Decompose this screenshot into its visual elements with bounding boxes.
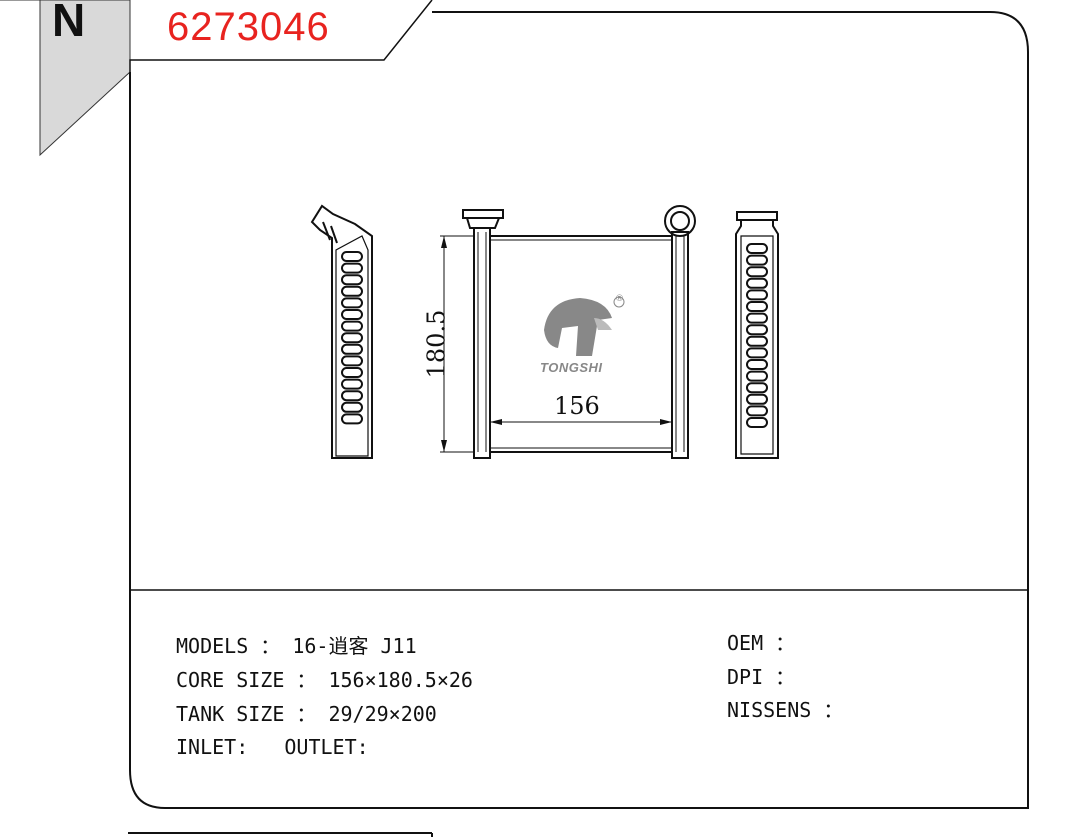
tube-slot [746, 393, 768, 405]
registered-mark: ® [615, 294, 624, 304]
corner-banner [0, 0, 131, 157]
tube-slot [341, 378, 363, 390]
core-size-value: 156×180.5×26 [328, 668, 473, 692]
models-row: MODELS ： 16-逍客 J11 [176, 633, 417, 659]
corner-letter: N [52, 0, 86, 46]
right-side-view [735, 211, 779, 459]
tube-slot [341, 309, 363, 320]
inlet-outlet-row: INLET: OUTLET: [176, 734, 369, 760]
width-dimension-label: 156 [554, 392, 600, 420]
oem-label: OEM ： [727, 631, 796, 655]
tube-slot [746, 405, 768, 417]
nissens-label: NISSENS ： [727, 698, 844, 722]
header-tab-outline [129, 0, 433, 72]
tube-slot [341, 297, 363, 309]
tube-slot [341, 367, 363, 378]
tube-slot [341, 274, 363, 286]
tube-slot [746, 254, 768, 266]
tank-size-value: 29/29×200 [328, 702, 437, 726]
inlet-label: INLET: [176, 735, 249, 759]
main-frame [129, 11, 1029, 809]
tube-slot [746, 266, 768, 278]
models-value: 16-逍客 J11 [292, 634, 417, 658]
brand-logo-icon [544, 296, 625, 356]
tube-slot [746, 347, 768, 359]
tube-slot [341, 262, 363, 274]
tube-slot [341, 332, 363, 344]
height-dimension-label: 180.5 [422, 309, 451, 379]
part-number: 6273046 [167, 5, 330, 49]
tube-slot [746, 324, 768, 336]
tube-slot [341, 285, 363, 297]
tube-slot [341, 390, 363, 402]
tube-slot [746, 289, 768, 301]
left-side-view [310, 204, 373, 459]
tube-slot [341, 355, 363, 367]
tube-slot [746, 359, 768, 370]
tube-slot [746, 312, 768, 324]
outlet-label: OUTLET: [284, 735, 369, 759]
tube-slot [341, 343, 363, 355]
tube-slot [746, 243, 768, 254]
tube-slot [746, 370, 768, 382]
tube-slot [341, 320, 363, 332]
core-size-row: CORE SIZE ： 156×180.5×26 [176, 667, 473, 693]
front-view [440, 205, 696, 459]
tank-size-label: TANK SIZE ： [176, 702, 317, 726]
tank-size-row: TANK SIZE ： 29/29×200 [176, 701, 437, 727]
tube-slot [341, 251, 363, 262]
tube-slot [746, 335, 768, 347]
dpi-label: DPI ： [727, 665, 796, 689]
tube-slot [746, 382, 768, 394]
tube-slot [341, 401, 363, 413]
tube-slot [341, 413, 363, 425]
brand-name: TONGSHI [540, 360, 603, 375]
core-size-label: CORE SIZE ： [176, 668, 317, 692]
tube-slot [746, 301, 768, 312]
tube-slot [746, 417, 768, 428]
models-label: MODELS ： [176, 634, 281, 658]
tube-slot [746, 277, 768, 289]
